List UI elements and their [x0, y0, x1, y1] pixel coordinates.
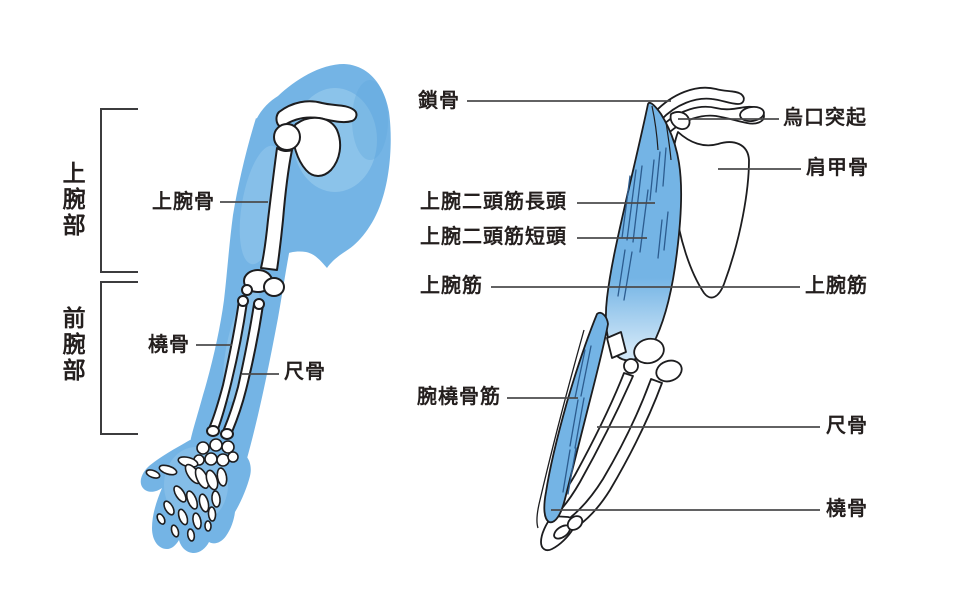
label-humerus-left: 上腕骨	[152, 189, 215, 213]
upper-arm-bracket	[100, 108, 138, 273]
clavicle-bone-right-view	[662, 105, 765, 134]
label-biceps-short-head: 上腕二頭筋短頭	[420, 224, 567, 248]
muscle-fiber-hatching	[617, 147, 669, 301]
muscle-fiber-hatching-2	[562, 345, 592, 495]
coracoid-process-shape	[669, 111, 691, 131]
left-arm-blue-silhouette	[140, 64, 391, 553]
left-arm-bones-illustration	[140, 64, 391, 553]
radius-distal-end	[206, 425, 220, 437]
label-coracoid-process: 烏口突起	[783, 105, 867, 129]
label-brachioradialis: 腕橈骨筋	[417, 384, 501, 408]
label-forearm-region: 前腕部	[58, 306, 85, 384]
leader-lines	[196, 100, 820, 511]
forearm-outline	[536, 329, 585, 529]
label-ulna-right: 尺骨	[826, 413, 868, 437]
ulna-styloid	[566, 515, 584, 531]
label-biceps-long-head: 上腕二頭筋長頭	[420, 189, 567, 213]
label-clavicle: 鎖骨	[418, 88, 460, 112]
label-radius-left: 橈骨	[148, 332, 190, 356]
right-arm-muscles-illustration	[536, 86, 765, 552]
forearm-bracket	[100, 281, 138, 435]
brachioradialis-muscle	[543, 311, 609, 524]
label-brachialis-left: 上腕筋	[420, 273, 483, 297]
label-brachialis-right: 上腕筋	[805, 273, 868, 297]
biceps-muscle	[604, 101, 683, 362]
hand-skeleton	[145, 438, 239, 542]
label-ulna-left: 尺骨	[284, 359, 326, 383]
humerus-condyle-2	[263, 277, 285, 297]
ulna-distal-end	[220, 428, 234, 440]
label-radius-right: 橈骨	[826, 496, 868, 520]
humerus-head	[273, 123, 301, 151]
ulna-bone-right-view	[570, 378, 663, 527]
humerus-shaft	[260, 147, 293, 271]
scapula-bone-right-view	[671, 131, 750, 299]
label-upper-arm-region: 上腕部	[58, 161, 85, 239]
ulna-head	[253, 298, 265, 310]
clavicle-club-end	[739, 105, 765, 123]
elbow-bones	[606, 331, 683, 383]
label-scapula: 肩甲骨	[806, 155, 869, 179]
radius-head	[237, 295, 249, 307]
region-brackets	[100, 108, 138, 435]
epicondyle	[241, 284, 253, 296]
